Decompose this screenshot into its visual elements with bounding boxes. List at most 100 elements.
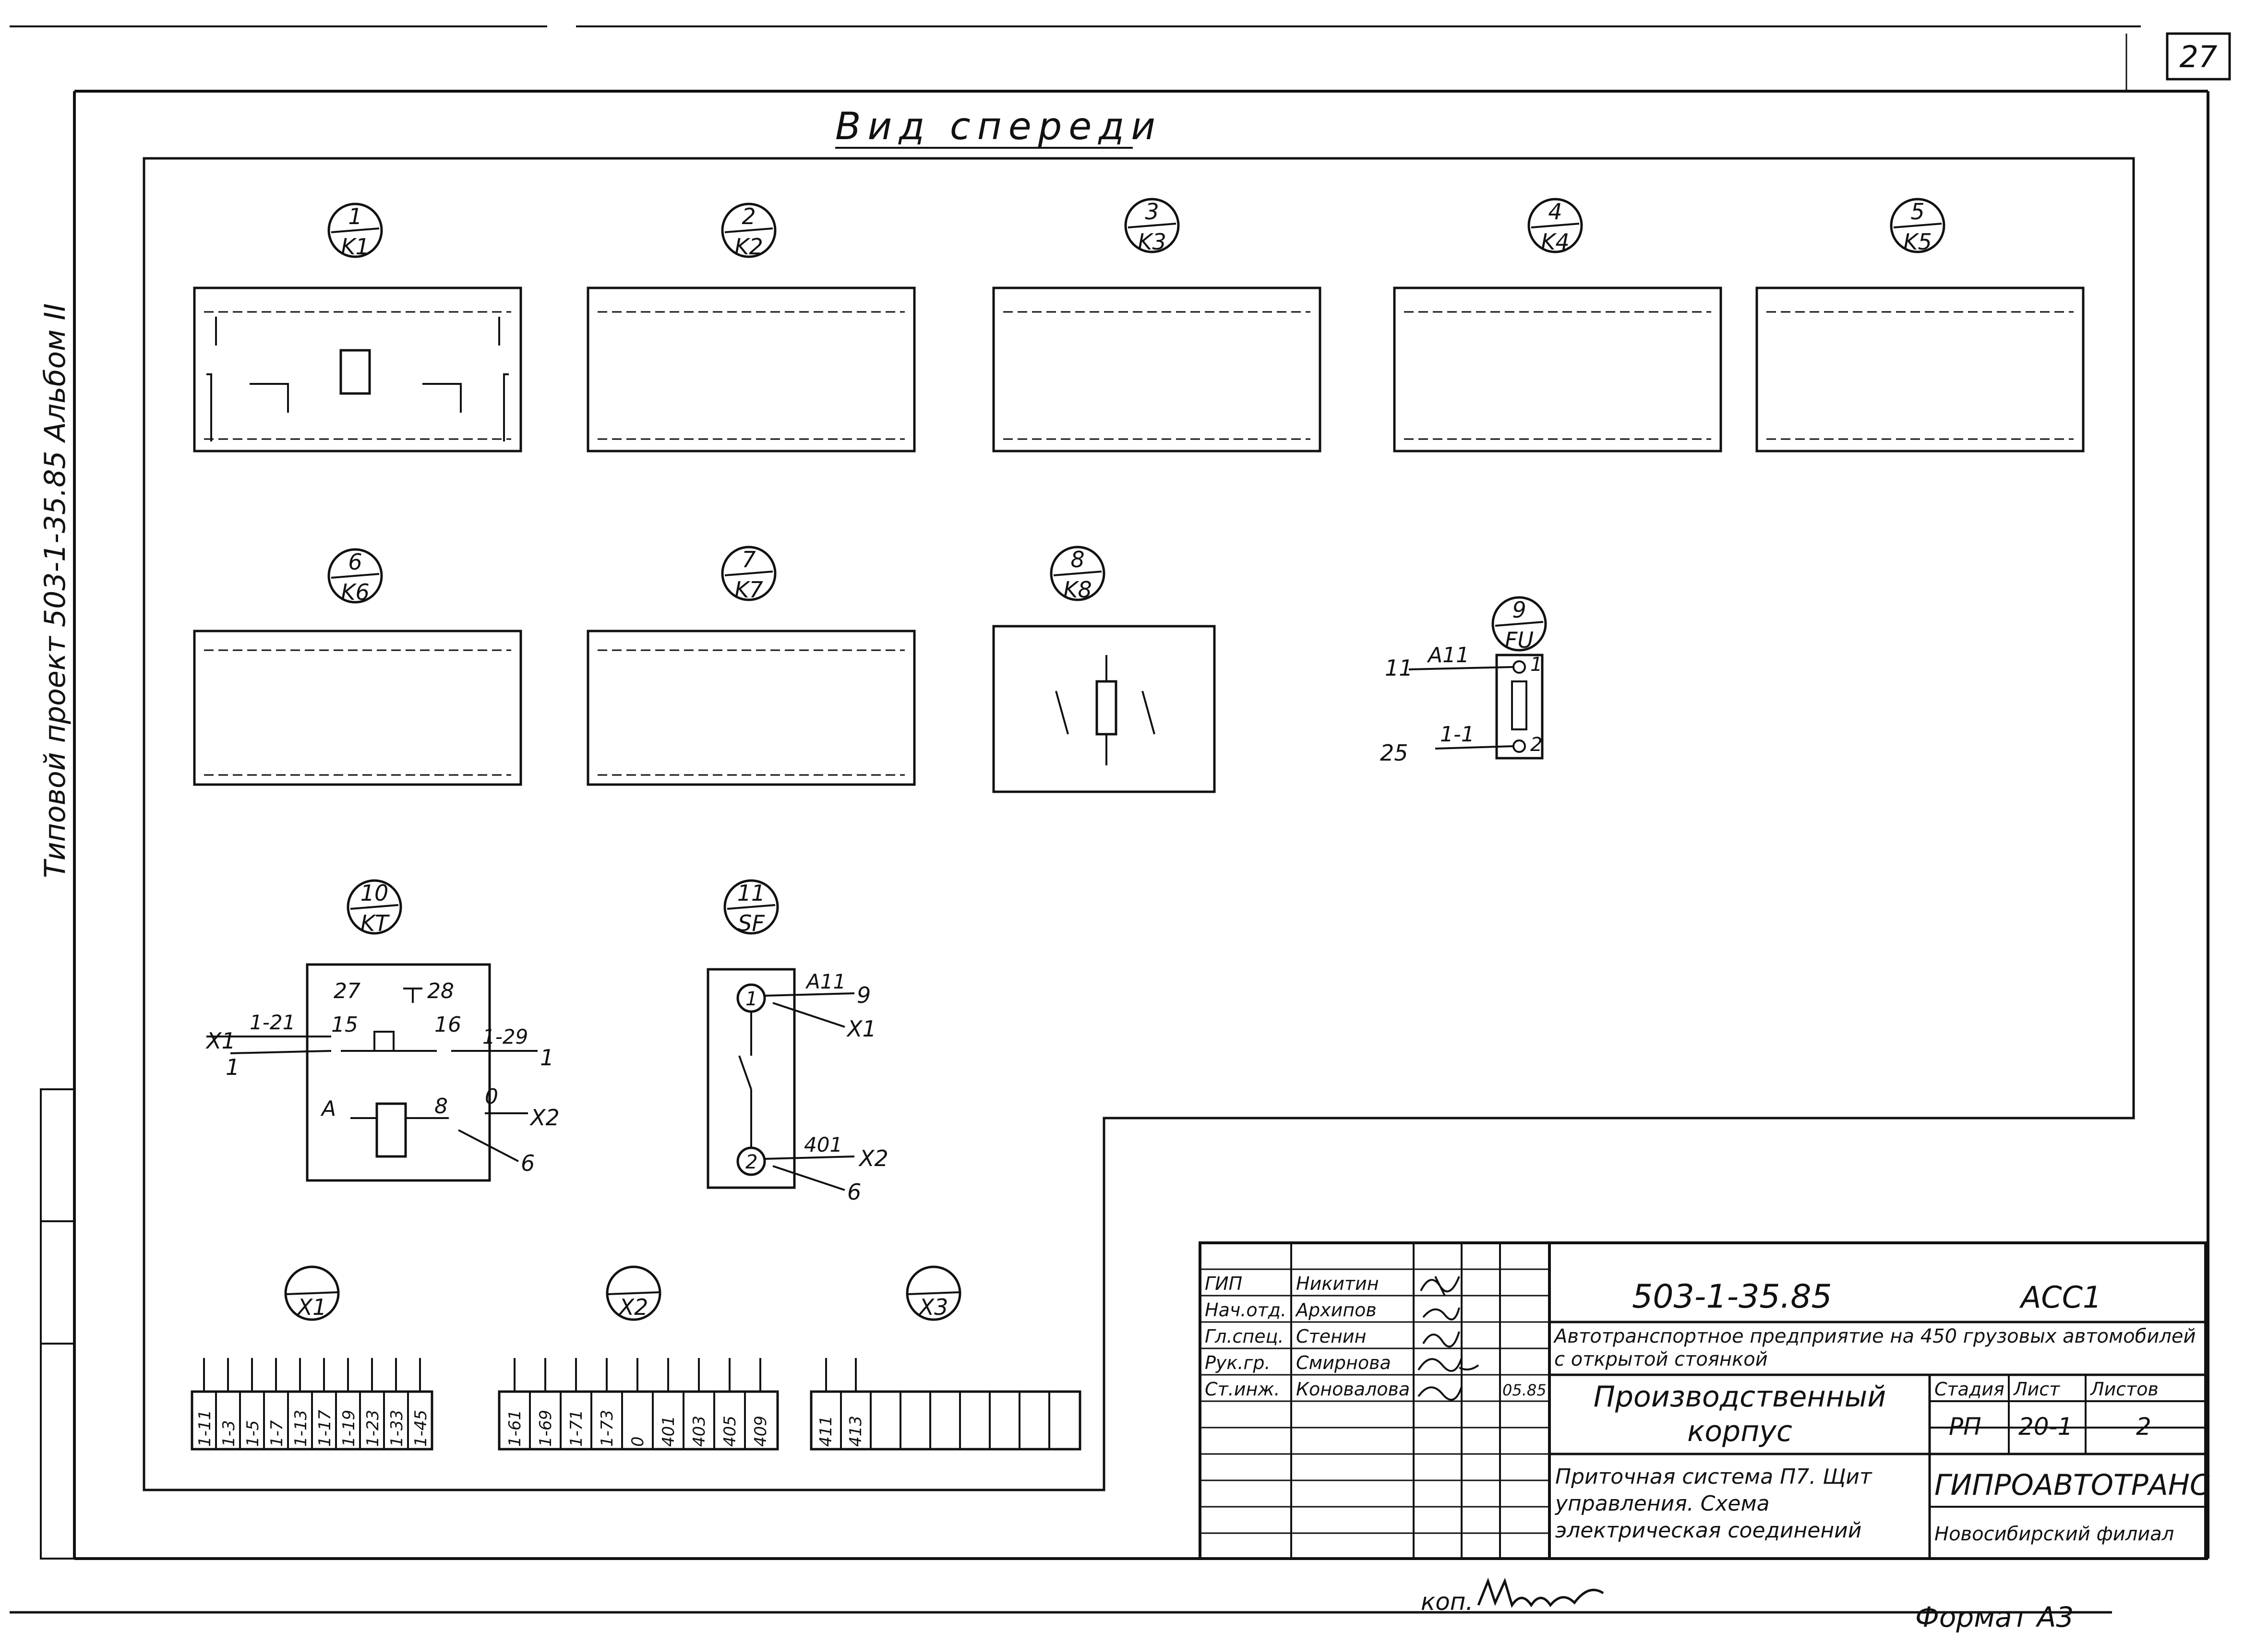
timer-relay-kt-terminal-16: 16 [434, 1013, 461, 1037]
terminal-x1-label: 1-13 [291, 1410, 311, 1447]
drawing-mark: АСС1 [2019, 1280, 2101, 1315]
fuse-fu-out-wire: 1-1 [1440, 722, 1475, 747]
staff-role: Нач.отд. [1205, 1299, 1286, 1321]
sheets-header: Листов [2089, 1379, 2159, 1400]
relay-k4-number: 4 [1548, 199, 1562, 225]
relay-k1-code: K1 [341, 234, 369, 260]
footer-copy-label: коп. [1421, 1588, 1473, 1616]
terminal-x1-label: 1-19 [339, 1410, 359, 1447]
sheets-value: 2 [2136, 1413, 2151, 1441]
organization-name: ГИПРОАВТОТРАНС [1934, 1468, 2210, 1502]
stage-header: Стадия [1934, 1379, 2004, 1400]
staff-name: Смирнова [1296, 1352, 1391, 1373]
relay-k8: 8 K8 [992, 546, 1216, 793]
terminal-x3-label: 413 [846, 1416, 865, 1447]
fuse-fu-number: 9 [1512, 597, 1526, 623]
terminal-x1-label: 1-33 [387, 1410, 407, 1447]
relay-k5: 5 K5 [1755, 198, 2085, 453]
terminal-x1-label: 1-5 [243, 1420, 263, 1447]
terminal-block-x3-cells [840, 1392, 1050, 1449]
project-name-box: Автотранспортное предприятие на 450 груз… [1554, 1325, 2196, 1370]
fuse-fu-in-left: 11 [1385, 655, 1413, 681]
sheet-title-box: Приточная система П7. Щит управления. Сх… [1555, 1465, 1872, 1543]
terminal-x2-label: 405 [720, 1416, 740, 1447]
terminal-x1-label: 1-17 [315, 1409, 335, 1447]
terminal-x1-label: 1-23 [363, 1410, 383, 1447]
staff-name: Стенин [1296, 1326, 1366, 1347]
title-block: ГИП Никитин Нач.отд. Архипов Гл.спец. Ст… [1199, 1241, 2210, 1560]
terminal-x1-label: 1-3 [219, 1420, 239, 1447]
copyist-signature [1477, 1577, 1604, 1608]
timer-relay-kt: 10 KT 27 28 15 16 A 8 X1 1-21 1 1-29 1 0… [205, 879, 560, 1182]
terminal-block-x3-code: X3 [918, 1294, 948, 1320]
relay-k7: 7 K7 [587, 546, 916, 786]
terminal-block-x3: X3 411 413 [810, 1265, 1081, 1451]
side-project-label: Типовой проект 503-1-35.85 Альбом II [38, 303, 72, 878]
relay-k8-code: K8 [1063, 577, 1092, 603]
relay-k1-number: 1 [348, 203, 362, 229]
terminal-x2-label: 1-69 [536, 1410, 555, 1447]
staff-role: Рук.гр. [1205, 1352, 1271, 1373]
relay-k6: 6 K6 [193, 548, 522, 786]
staff-name: Никитин [1296, 1273, 1379, 1294]
fuse-fu-code: FU [1505, 627, 1534, 653]
circuit-breaker-sf-wire-9: 9 [857, 982, 871, 1008]
relay-k5-code: K5 [1903, 229, 1932, 255]
drawing-code: 503-1-35.85 [1632, 1278, 1832, 1316]
relay-k4-code: K4 [1541, 229, 1569, 255]
terminal-x1-label: 1-45 [411, 1410, 431, 1447]
timer-relay-kt-code: KT [360, 910, 390, 936]
building-name-box: Производственный корпус [1593, 1380, 1886, 1448]
outer-frame [73, 34, 2209, 1560]
fuse-fu-pin-1: 1 [1530, 654, 1542, 676]
circuit-breaker-sf-wire-x2: X2 [858, 1145, 888, 1171]
sheet-value: 20-1 [2018, 1413, 2073, 1441]
signatures [1417, 1276, 1479, 1401]
terminal-x2-label: 403 [690, 1416, 709, 1447]
circuit-breaker-sf-pin-2: 2 [745, 1151, 757, 1173]
staff-role: ГИП [1205, 1273, 1242, 1294]
view-title: Вид спереди [835, 105, 1162, 148]
staff-role: Гл.спец. [1205, 1326, 1284, 1347]
relay-k6-code: K6 [341, 579, 369, 605]
relay-k7-number: 7 [742, 547, 756, 572]
timer-relay-kt-terminal-28: 28 [427, 979, 454, 1003]
sheet-header: Лист [2013, 1379, 2061, 1400]
timer-relay-kt-wire-x2: X2 [529, 1105, 560, 1131]
relay-k5-number: 5 [1910, 199, 1924, 225]
stage-value: РП [1949, 1413, 1981, 1441]
relay-k3-number: 3 [1145, 199, 1159, 225]
circuit-breaker-sf-wire-6: 6 [847, 1179, 861, 1205]
timer-relay-kt-wire-1-right: 1 [540, 1045, 554, 1071]
footer-format: Формат А3 [1915, 1601, 2074, 1633]
staff-role: Ст.инж. [1205, 1379, 1280, 1400]
timer-relay-kt-terminal-15: 15 [331, 1013, 358, 1037]
timer-relay-kt-wire-1-29: 1-29 [482, 1025, 528, 1048]
terminal-block-x1-code: X1 [297, 1294, 327, 1320]
circuit-breaker-sf-wire-x1: X1 [846, 1016, 876, 1042]
timer-relay-kt-wire-1-left: 1 [226, 1054, 240, 1080]
terminal-block-x2: X2 1-61 1-69 1-71 1-73 0 401 403 405 409 [498, 1265, 779, 1451]
terminal-x1-label: 1-7 [267, 1420, 287, 1447]
relay-k8-number: 8 [1070, 547, 1084, 572]
relay-k3-code: K3 [1138, 229, 1166, 255]
terminal-block-x2-code: X2 [618, 1294, 648, 1320]
terminal-x2-label: 1-61 [505, 1410, 525, 1447]
relay-k2-code: K2 [734, 234, 763, 260]
terminal-x2-label: 401 [659, 1416, 678, 1447]
terminal-x3-label: 411 [816, 1416, 836, 1447]
terminal-block-x1: X1 1-11 1-3 1-5 1-7 1-13 1-17 1-19 1-23 … [191, 1265, 433, 1451]
terminal-x2-label: 409 [751, 1416, 770, 1447]
timer-relay-kt-number: 10 [360, 880, 389, 906]
timer-relay-kt-wire-0: 0 [485, 1084, 498, 1109]
building-name: Производственный корпус [1593, 1380, 1886, 1448]
terminal-x2-label: 1-73 [598, 1410, 617, 1447]
timer-relay-kt-wire-1-21: 1-21 [250, 1011, 295, 1034]
fuse-fu-in-wire: A11 [1427, 643, 1469, 667]
staff-date: 05.85 [1502, 1381, 1547, 1399]
relay-k3: 3 K3 [992, 198, 1321, 453]
timer-relay-kt-wire-6: 6 [521, 1150, 535, 1176]
left-stamp-column [40, 1088, 75, 1560]
panel-outline [143, 157, 2135, 1491]
